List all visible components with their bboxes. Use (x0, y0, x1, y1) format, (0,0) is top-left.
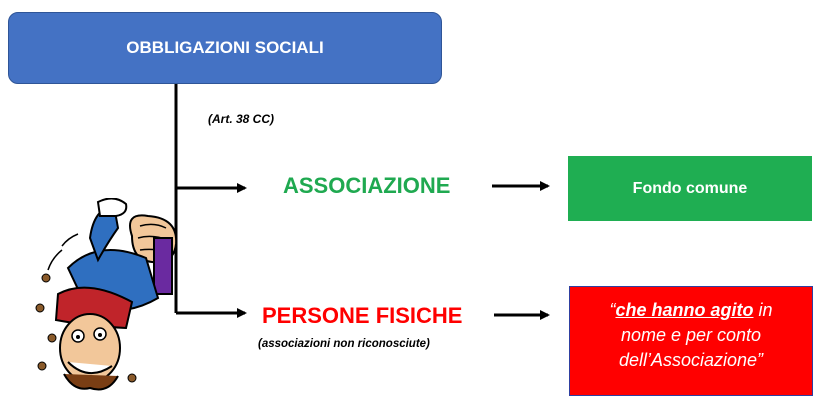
responsabili-line-1: “che hanno agito in (609, 300, 773, 320)
fondo-comune-box: Fondo comune (568, 156, 812, 221)
responsabili-box: “che hanno agito in nome e per conto del… (569, 286, 813, 396)
non-riconosciute-note: (associazioni non riconosciute) (258, 338, 430, 350)
root-node: OBBLIGAZIONI SOCIALI (8, 12, 442, 84)
persone-fisiche-label: PERSONE FISICHE (262, 303, 463, 328)
responsabili-line-3: dell’Associazione” (618, 350, 764, 370)
fondo-comune-label: Fondo comune (632, 179, 748, 197)
associazione-label: ASSOCIAZIONE (283, 173, 451, 198)
emphasis-text: che hanno agito (615, 300, 754, 320)
root-label: OBBLIGAZIONI SOCIALI (126, 38, 324, 57)
responsabili-line-2: nome e per conto (620, 325, 762, 345)
article-note: (Art. 38 CC) (208, 112, 275, 126)
falling-man-illustration (35, 198, 178, 391)
